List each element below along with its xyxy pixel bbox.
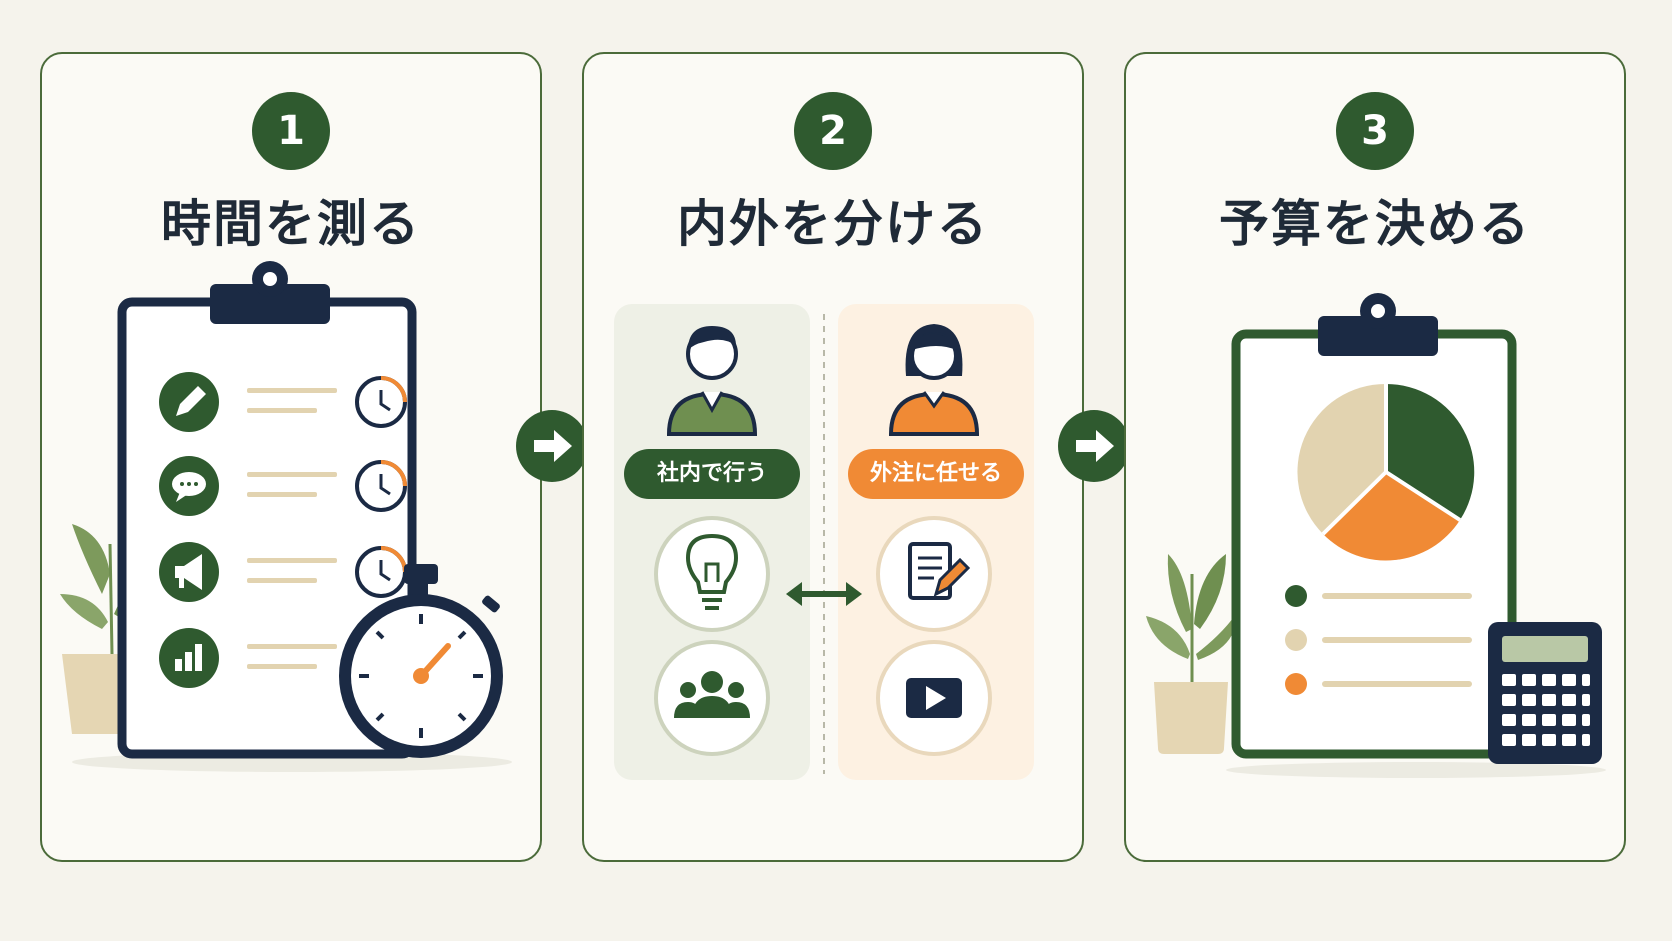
calculator-icon (1488, 622, 1602, 764)
document-edit-icon (876, 516, 992, 632)
pie-chart-icon (1297, 383, 1475, 561)
time-measurement-illustration (60, 261, 512, 772)
step-number-badge: 1 (252, 92, 330, 170)
inhouse-outsource-illustration (614, 304, 1034, 780)
step-number-badge: 3 (1336, 92, 1414, 170)
step-title: 内外を分ける (677, 195, 989, 253)
internal-label-pill: 社内で行う (624, 449, 800, 499)
next-step-arrow-icon (1058, 410, 1130, 482)
double-arrow-icon (786, 582, 862, 606)
clock-icon (355, 546, 407, 598)
step-panel-3: 3 予算を決める (1124, 52, 1626, 862)
clock-icon (355, 460, 407, 512)
bar-chart-icon (159, 628, 219, 688)
plant-icon (1146, 554, 1237, 754)
step-number-badge: 2 (794, 92, 872, 170)
stopwatch-icon (339, 564, 503, 758)
lightbulb-icon (654, 516, 770, 632)
pencil-icon (159, 372, 219, 432)
chat-bubble-icon (159, 456, 219, 516)
step-panel-1: 1 時間を測る (40, 52, 542, 862)
megaphone-icon (159, 542, 219, 602)
external-label-pill: 外注に任せる (848, 449, 1024, 499)
step-title: 時間を測る (161, 195, 421, 253)
step-title: 予算を決める (1219, 195, 1531, 253)
person-female-icon (888, 324, 980, 436)
step-panel-2: 2 内外を分ける (582, 52, 1084, 862)
next-step-arrow-icon (516, 410, 588, 482)
budget-illustration (1146, 293, 1606, 778)
play-video-icon (876, 640, 992, 756)
team-icon (654, 640, 770, 756)
person-male-icon (666, 326, 758, 436)
clock-icon (355, 376, 407, 428)
